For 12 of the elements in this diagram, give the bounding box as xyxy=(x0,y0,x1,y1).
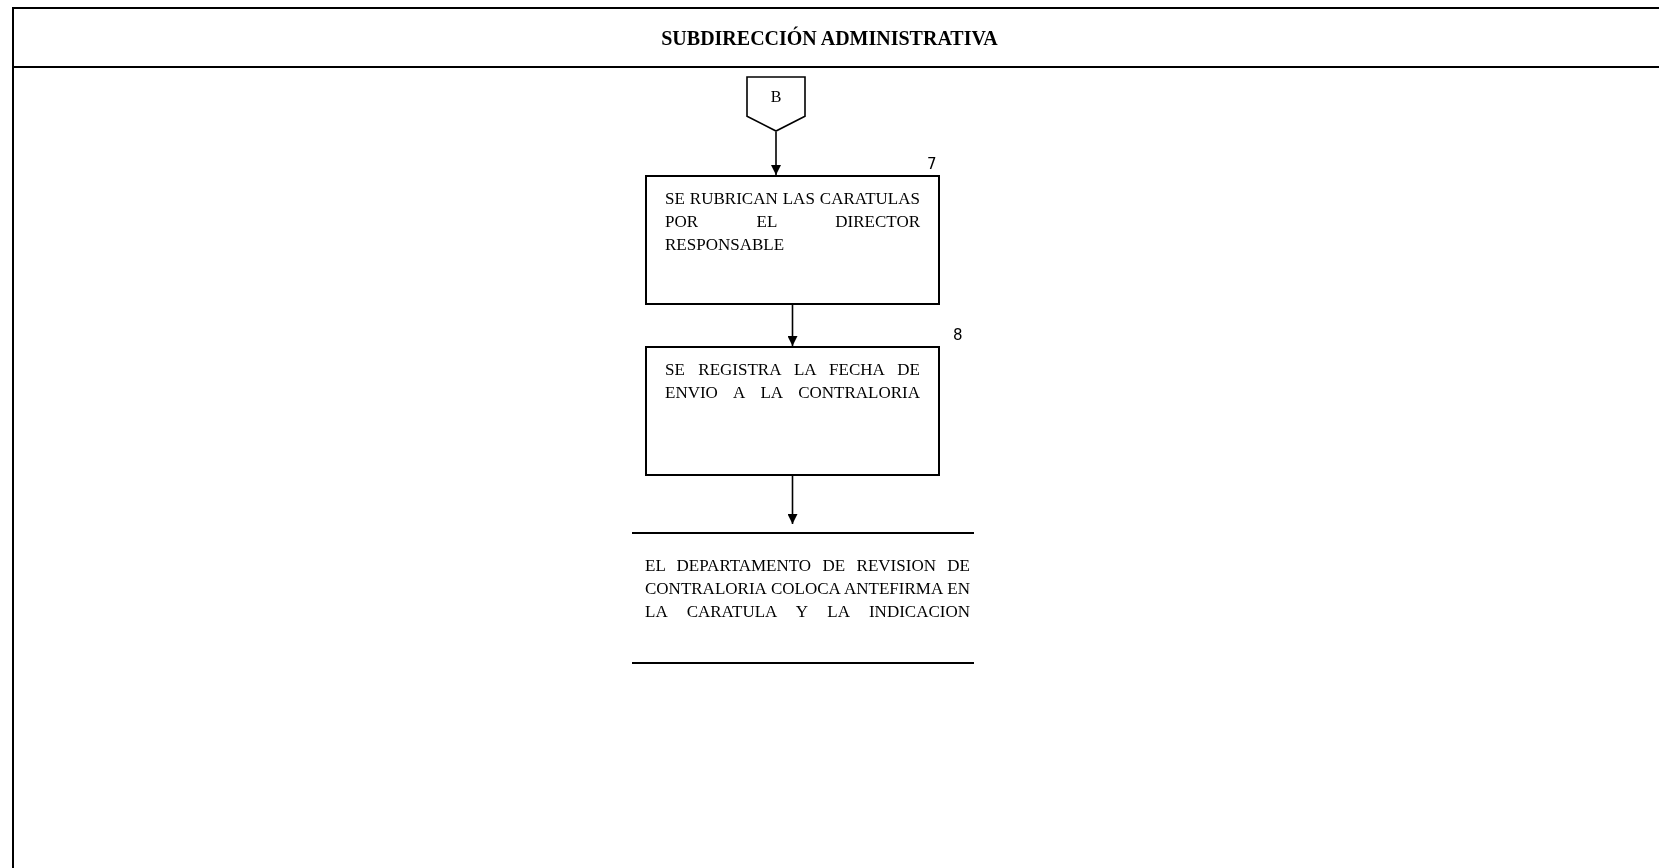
connector-letter: B xyxy=(769,88,783,106)
step-text: SE REGISTRA LA FECHA DE ENVIO A LA CONTRALORIA xyxy=(665,359,920,404)
step-text: SE RUBRICAN LAS CARATULAS POR EL DIRECTOR RESPONSABLE xyxy=(665,188,920,256)
off-page-connector xyxy=(746,76,806,132)
step-number: 8 xyxy=(953,326,963,344)
step-number: 7 xyxy=(927,155,937,173)
arrow xyxy=(787,475,798,525)
arrow xyxy=(771,131,781,176)
arrow xyxy=(787,304,798,347)
step-text: EL DEPARTAMENTO DE REVISION DE CONTRALORIA COLOCA ANTEFIRMA EN LA CARATULA Y LA INDICACION xyxy=(645,555,970,623)
column-header: SUBDIRECCIÓN ADMINISTRATIVA xyxy=(660,27,999,50)
bracketed-text-block xyxy=(632,532,974,664)
